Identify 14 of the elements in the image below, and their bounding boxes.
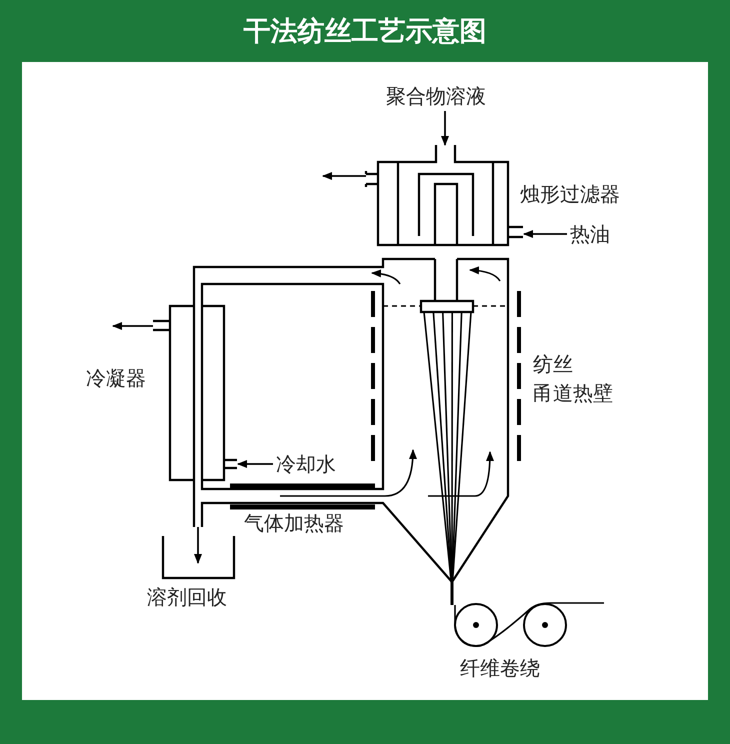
part-label: 纤维卷绕: [460, 656, 540, 680]
arrow: [237, 460, 273, 468]
part-label: 甬道热壁: [533, 381, 613, 405]
title: 干法纺丝工艺示意图: [242, 15, 488, 49]
part-label: 纺丝: [533, 352, 573, 376]
part-label: 气体加热器: [244, 511, 344, 535]
part-label: 溶剂回收: [147, 585, 227, 609]
part-label: 烛形过滤器: [520, 182, 620, 206]
node-label: 冷却水: [276, 452, 336, 476]
node-label: 热油: [570, 222, 610, 246]
arrow: [441, 111, 449, 146]
part-label: 冷凝器: [86, 366, 146, 390]
arrow: [523, 230, 567, 238]
node-label: 聚合物溶液: [386, 84, 486, 108]
